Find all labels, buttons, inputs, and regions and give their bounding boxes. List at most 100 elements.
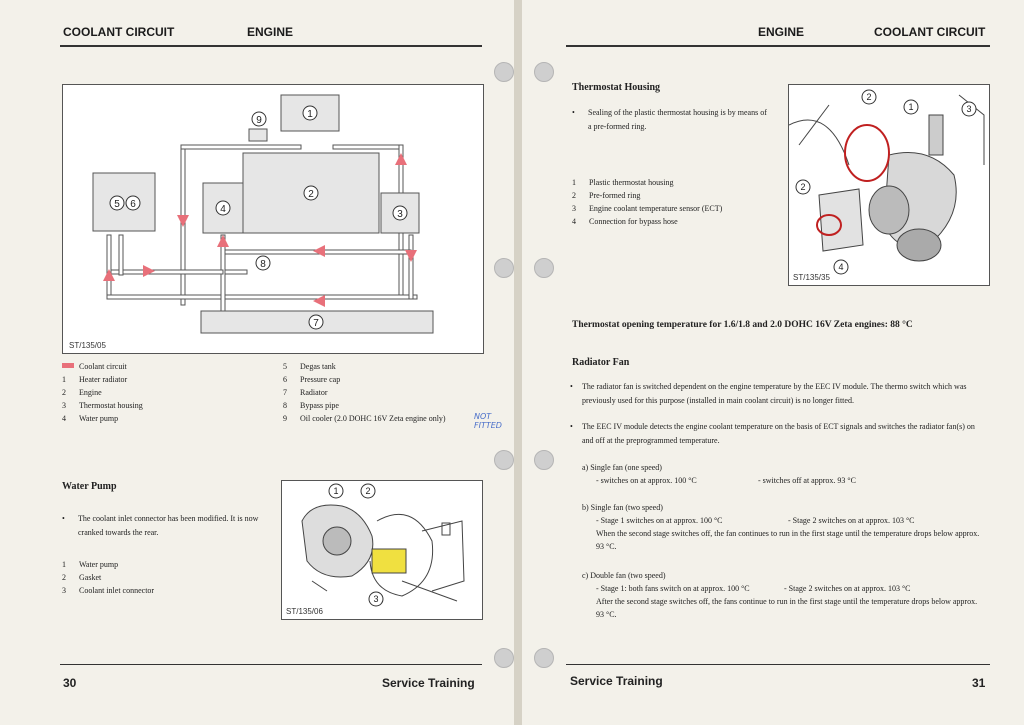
footer-title: Service Training: [570, 674, 663, 688]
label-2: 2: [795, 179, 811, 195]
fan-c-note: After the second stage switches off, the…: [596, 597, 978, 619]
page-number: 30: [63, 676, 77, 690]
svg-text:1: 1: [333, 486, 338, 496]
fan-b-title: b) Single fan (two speed): [582, 503, 663, 512]
label-8: 8: [255, 255, 271, 271]
coolant-circuit-swatch: [62, 363, 74, 368]
svg-text:2: 2: [800, 182, 805, 192]
fan-a-on: - switches on at approx. 100 °C: [596, 476, 697, 485]
binder-hole: [494, 450, 514, 470]
water-pump-bullet: •The coolant inlet connector has been mo…: [62, 514, 259, 537]
figure-code: ST/135/35: [793, 273, 830, 282]
left-page: COOLANT CIRCUIT ENGINE: [0, 0, 514, 725]
footer-rule: [566, 664, 990, 665]
label-1: 1: [302, 105, 318, 121]
svg-text:3: 3: [373, 594, 378, 604]
label-9: 9: [251, 111, 267, 127]
svg-text:4: 4: [838, 262, 843, 272]
svg-text:1: 1: [908, 102, 913, 112]
radiator-fan-title: Radiator Fan: [572, 357, 630, 368]
thermostat-figure: 1 2 2 3 4 ST/135/35: [788, 84, 990, 286]
header-rule: [60, 45, 482, 47]
coolant-circuit-figure: 1 2 3 4 5 6 7 8 9 ST/135/05: [62, 84, 484, 354]
figure-code: ST/135/06: [286, 607, 323, 616]
svg-text:3: 3: [966, 104, 971, 114]
binder-hole: [534, 258, 554, 278]
right-page: ENGINE COOLANT CIRCUIT Thermostat Housin…: [522, 0, 1024, 725]
svg-text:8: 8: [260, 259, 266, 270]
header-chapter-title: ENGINE: [758, 25, 805, 39]
header-section-title: COOLANT CIRCUIT: [874, 25, 986, 39]
svg-text:6: 6: [130, 199, 136, 210]
thermostat-bullet: •Sealing of the plastic thermostat housi…: [572, 108, 767, 131]
label-4: 4: [215, 200, 231, 216]
water-pump-title: Water Pump: [62, 481, 117, 492]
binder-hole: [494, 258, 514, 278]
svg-text:4: 4: [220, 204, 226, 215]
water-pump-figure: 1 2 3 ST/135/06: [281, 480, 483, 620]
svg-text:9: 9: [256, 115, 262, 126]
footer-title: Service Training: [382, 676, 475, 690]
radiator-fan-bullet-1: •The radiator fan is switched dependent …: [570, 382, 967, 405]
header-section-title: COOLANT CIRCUIT: [63, 25, 175, 39]
fan-c-stage2: - Stage 2 switches on at approx. 103 °C: [784, 584, 911, 593]
label-5: 5: [109, 195, 125, 211]
thermostat-illustration: 1 2 2 3 4: [789, 89, 985, 275]
coolant-circuit-diagram: 1 2 3 4 5 6 7 8 9: [92, 94, 434, 334]
radiator-fan-bullet-2: •The EEC IV module detects the engine co…: [570, 422, 975, 445]
water-pump-illustration: 1 2 3: [301, 483, 465, 607]
svg-text:1: 1: [307, 109, 313, 120]
label-3: 3: [392, 205, 408, 221]
binder-hole: [534, 648, 554, 668]
book-gutter: [514, 0, 522, 725]
label-2: 2: [303, 185, 319, 201]
header-rule: [566, 45, 990, 47]
svg-text:2: 2: [866, 92, 871, 102]
handwritten-note: NOT FITTED: [474, 412, 502, 430]
label-3: 3: [961, 101, 977, 117]
binder-hole: [494, 62, 514, 82]
thermostat-title: Thermostat Housing: [572, 82, 661, 93]
fan-c-title: c) Double fan (two speed): [582, 571, 666, 580]
label-3: 3: [368, 591, 384, 607]
legend-item: Coolant circuit: [79, 362, 127, 371]
fan-b-note: When the second stage switches off, the …: [596, 529, 980, 551]
footer-rule: [60, 664, 482, 665]
opening-temperature: Thermostat opening temperature for 1.6/1…: [572, 320, 913, 330]
binder-hole: [534, 62, 554, 82]
fan-b-stage2: - Stage 2 switches on at approx. 103 °C: [788, 516, 915, 525]
header-chapter-title: ENGINE: [247, 25, 294, 39]
fan-c-stage1: - Stage 1: both fans switch on at approx…: [596, 584, 750, 593]
binder-hole: [494, 648, 514, 668]
label-1: 1: [328, 483, 344, 499]
flow-arrows: [103, 153, 417, 307]
label-1: 1: [903, 99, 919, 115]
svg-text:7: 7: [313, 318, 319, 329]
oil-cooler-block: [248, 128, 268, 142]
svg-text:2: 2: [365, 486, 370, 496]
ring-highlight: [844, 124, 890, 182]
fan-a-title: a) Single fan (one speed): [582, 463, 662, 472]
fan-b-stage1: - Stage 1 switches on at approx. 100 °C: [596, 516, 723, 525]
label-2: 2: [360, 483, 376, 499]
svg-text:3: 3: [397, 209, 403, 220]
svg-text:5: 5: [114, 199, 120, 210]
label-2: 2: [861, 89, 877, 105]
